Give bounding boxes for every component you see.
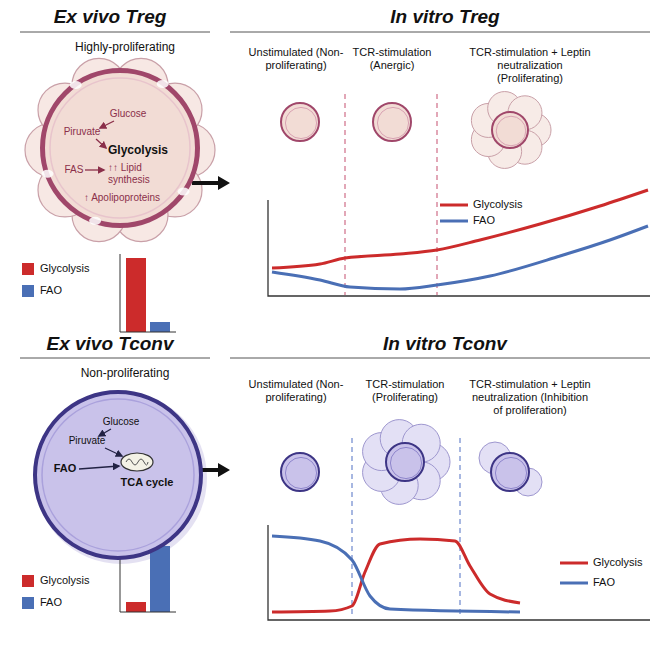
chart-axes (268, 525, 650, 620)
cell-nucleus-ring (285, 107, 316, 138)
bar-glycolysis (126, 602, 146, 612)
metabolite-label: Glucose (110, 108, 147, 120)
pathway-arrow (96, 139, 106, 148)
metabolite-label: Piruvate (64, 126, 101, 138)
mitochondrion (121, 453, 153, 471)
condition-separator (459, 438, 461, 618)
pathway-arrow (85, 169, 104, 170)
cell-nucleus-ring (390, 447, 421, 478)
pathway-arrow (100, 121, 114, 128)
bar-fao (150, 546, 170, 612)
condition-label: TCR-stimulation + Leptin neutralization … (469, 46, 591, 86)
cell-node: GlucosePiruvateGlycolysisFAS ↑↑ Lipid syn… (40, 68, 200, 228)
legend-line-sample (440, 220, 468, 223)
cell (373, 103, 411, 141)
pathway-arrow (105, 448, 122, 456)
cell-membrane (35, 392, 201, 558)
header-rule (230, 32, 650, 33)
legend-text: Glycolysis (473, 198, 523, 211)
legend-swatch (22, 575, 34, 587)
glycolysis-curve (272, 190, 648, 268)
glycolysis-curve (272, 539, 520, 612)
legend-text: Glycolysis (593, 556, 643, 569)
cell-shadow (35, 392, 207, 564)
metabolite-label: Glucose (103, 416, 140, 428)
header-rule (230, 358, 650, 359)
cell-nucleus-ring (495, 457, 526, 488)
pathway-arrow (79, 466, 119, 469)
legend-swatch (22, 285, 34, 297)
condition-label: Unstimulated (Non-proliferating) (246, 378, 346, 404)
legend-line-sample (560, 582, 588, 585)
legend-text: FAO (473, 214, 495, 227)
legend-line-sample (560, 562, 588, 565)
metabolite-label: TCA cycle (121, 476, 174, 489)
membrane-vesicle (178, 187, 190, 195)
cell-nucleus-ring (377, 107, 408, 138)
condition-label: TCR-stimulation (Anergic) (348, 46, 436, 72)
bar-fao (150, 322, 170, 332)
cell (281, 103, 319, 141)
metabolite-label: Glycolysis (108, 144, 168, 158)
header-rule (20, 32, 210, 33)
legend-text: Glycolysis (40, 574, 90, 587)
legend-text: FAO (40, 596, 62, 609)
cell (491, 453, 529, 491)
condition-separator (351, 438, 353, 618)
condition-label: Unstimulated (Non-proliferating) (246, 46, 346, 72)
cell-node: GlucosePiruvateTCA cycle FAO (33, 390, 203, 560)
legend-text: FAO (593, 576, 615, 589)
cell-nucleus-ring (496, 116, 526, 146)
cell-outline (33, 390, 203, 560)
legend-line-sample (440, 204, 468, 207)
cell (386, 443, 424, 481)
cell-inner-ring (50, 78, 190, 218)
legend-text: Glycolysis (40, 262, 90, 275)
legend-text: FAO (40, 284, 62, 297)
condition-label: Non-proliferating (45, 366, 205, 380)
cell-inner-ring (42, 399, 194, 551)
legend-swatch (22, 263, 34, 275)
membrane-vesicle (157, 80, 169, 88)
treg-cluster (25, 58, 215, 241)
bar-axis (120, 254, 121, 332)
condition-label: TCR-stimulation (Proliferating) (355, 378, 455, 404)
section-heading: Ex vivo Tconv (10, 333, 210, 356)
section-heading: In vitro Tconv (335, 333, 555, 356)
mitochondrion-cristae (126, 459, 148, 465)
bar-glycolysis (126, 258, 146, 332)
condition-label: TCR-stimulation + Leptin neutralization … (469, 378, 591, 418)
section-heading: Ex vivo Treg (10, 6, 210, 29)
cell-membrane (43, 71, 198, 226)
bar-axis (120, 612, 176, 613)
membrane-vesicle (89, 217, 101, 225)
membrane-vesicle (41, 170, 53, 178)
metabolite-label: ↑ Apolipoproteins (84, 192, 160, 204)
condition-separator (436, 94, 438, 295)
condition-label: Highly-proliferating (45, 40, 205, 54)
metabolite-label: FAS (65, 164, 84, 176)
membrane-vesicle (70, 81, 82, 89)
condition-separator (344, 94, 346, 295)
legend-swatch (22, 597, 34, 609)
fao-curve (272, 226, 648, 289)
metabolite-label: Piruvate (69, 435, 106, 447)
cell (492, 112, 528, 148)
pathway-arrow (99, 429, 111, 436)
cell-nucleus-ring (285, 457, 316, 488)
section-heading: In vitro Treg (335, 6, 555, 29)
cell (281, 453, 319, 491)
bar-axis (120, 332, 176, 333)
transition-arrow (192, 176, 230, 190)
fao-curve (272, 536, 520, 612)
metabolite-label: ↑↑ Lipid synthesis (108, 162, 166, 185)
metabolite-label: FAO (54, 462, 77, 475)
chart-axes (268, 200, 650, 296)
header-rule (20, 358, 210, 359)
